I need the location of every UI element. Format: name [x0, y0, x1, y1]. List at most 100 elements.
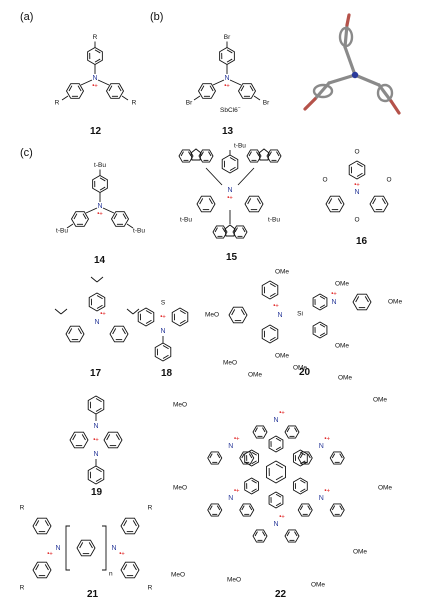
c12-bond-right: [97, 79, 110, 86]
c17-methyl-0-b: [96, 276, 104, 283]
double-bond: [339, 505, 343, 511]
c22-anisyl-2-b: [329, 503, 345, 517]
c22-methoxy-5: MeO: [173, 402, 187, 409]
double-bond: [162, 354, 169, 359]
double-bond: [299, 453, 304, 459]
double-bond: [372, 198, 377, 205]
compound-label-13: 13: [222, 126, 234, 137]
double-bond: [96, 295, 103, 300]
c21-bracket-left: [65, 525, 70, 571]
compound-label-20: 20: [299, 367, 311, 378]
double-bond: [208, 151, 212, 157]
double-bond: [251, 460, 257, 465]
model-br-right: [389, 99, 401, 115]
double-bond: [275, 437, 282, 442]
double-bond: [229, 166, 236, 171]
c22-methoxy-0: MeO: [223, 360, 237, 367]
double-bond: [294, 531, 298, 537]
c22-methoxy-9: MeO: [227, 577, 241, 584]
double-bond: [356, 172, 363, 177]
double-bond: [94, 58, 101, 63]
double-bond: [319, 304, 326, 309]
c21-R-3: R: [148, 505, 153, 512]
c15-fluorene-2-a: [212, 225, 228, 239]
c21-N-1: N: [55, 545, 60, 552]
c22-core: [266, 460, 286, 484]
c14-bond-sub-left: [66, 223, 74, 229]
c12-radical: •+: [92, 84, 98, 90]
double-bond: [94, 49, 101, 54]
c13-N: N: [224, 75, 229, 82]
c18-N: N: [160, 328, 165, 335]
c19-N-bottom: N: [93, 451, 98, 458]
double-bond: [240, 85, 245, 92]
double-bond: [44, 564, 49, 571]
double-bond: [226, 58, 233, 63]
double-bond: [337, 198, 342, 205]
compound-label-19: 19: [91, 487, 103, 498]
double-bond: [251, 451, 257, 456]
double-bond: [113, 213, 118, 220]
double-bond: [72, 434, 77, 441]
c21-ring-2: [32, 561, 52, 579]
c16-ring-top: [348, 160, 366, 180]
c22-methoxy-2: OMe: [293, 365, 307, 372]
double-bond: [96, 304, 103, 309]
c13-radical: •+: [224, 84, 230, 90]
compound-label-16: 16: [356, 236, 368, 247]
c12-sub-left: R: [55, 100, 60, 107]
c22-methoxy-7: OMe: [378, 485, 392, 492]
counterion-label: SbCl6−: [220, 105, 241, 114]
double-bond: [254, 531, 258, 537]
c15-N: N: [227, 187, 232, 194]
c19-ring-phenyl-bottom: [87, 465, 105, 485]
double-bond: [269, 336, 276, 341]
c16-O-right: O: [386, 177, 391, 184]
model-arm-top: [343, 45, 357, 77]
double-bond: [381, 198, 386, 205]
double-bond: [200, 151, 204, 157]
model-nitrogen: [351, 71, 359, 79]
model-arm-right: [353, 73, 381, 87]
model-br-top: [345, 13, 351, 27]
double-bond: [241, 453, 245, 459]
compound-label-17: 17: [90, 368, 102, 379]
double-bond: [319, 332, 326, 337]
double-bond: [248, 151, 252, 157]
c22-anisyl-0-b: [284, 425, 300, 439]
c20-OMe-d: OMe: [335, 343, 349, 350]
c21-R-1: R: [20, 505, 25, 512]
c18-ring-right: [171, 307, 189, 327]
double-bond: [299, 505, 304, 511]
c17-methyl-1-a: [54, 308, 62, 315]
model-benzene-top: [338, 26, 354, 48]
c20-ring-c: [312, 293, 328, 311]
double-bond: [122, 213, 127, 220]
c20-N-2: N: [331, 299, 336, 306]
c14-ring-left: [70, 211, 90, 227]
c22-radical-3: •+: [279, 515, 285, 521]
c20-OMe-right: OMe: [388, 299, 402, 306]
c22-methoxy-3: OMe: [338, 375, 352, 382]
c16-O-top: O: [354, 149, 359, 156]
c22-arm-ring-0: [268, 435, 284, 453]
c22-methoxy-6: MeO: [173, 485, 187, 492]
c12-bond-left: [80, 79, 93, 86]
double-bond: [216, 453, 221, 459]
c15-fluorene-0-b: [198, 149, 214, 163]
c18-radical: •+: [160, 315, 166, 321]
double-bond: [286, 427, 290, 433]
c16-O-left: O: [322, 177, 327, 184]
c22-methoxy-4: OMe: [373, 397, 387, 404]
c16-ring-left: [325, 195, 345, 213]
double-bond: [77, 328, 82, 335]
compound-label-12: 12: [90, 126, 102, 137]
double-bond: [162, 345, 169, 350]
double-bond: [231, 309, 236, 316]
double-bond: [145, 319, 152, 324]
c12-N: N: [92, 75, 97, 82]
c21-R-2: R: [20, 585, 25, 592]
double-bond: [262, 427, 266, 433]
double-bond: [106, 434, 111, 441]
double-bond: [123, 564, 128, 571]
